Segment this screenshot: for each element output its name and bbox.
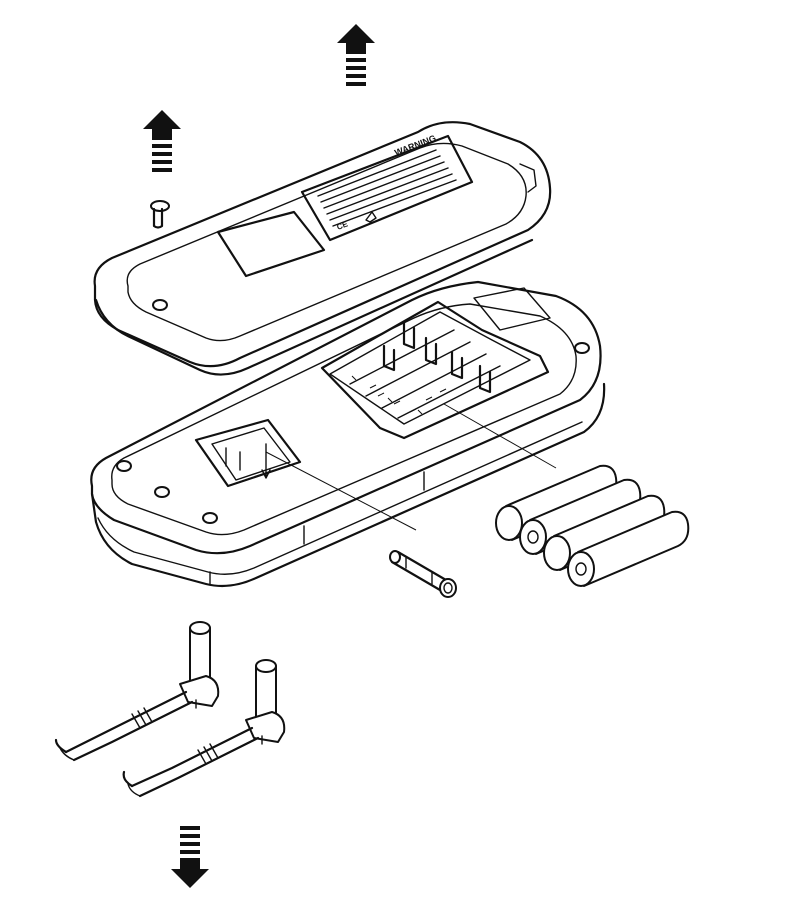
arrow-down-icon [171,826,209,888]
arrow-up-icon [143,110,181,172]
test-lead [122,659,286,798]
meter-housing [90,280,606,588]
batteries [495,464,690,587]
fuse-compartment [194,418,302,488]
screw [150,200,170,229]
test-lead [54,621,220,762]
ce-mark: CE [335,219,349,232]
battery [567,510,690,587]
fuse [389,550,457,598]
battery-compartment [320,300,550,440]
arrow-up-icon [337,24,375,86]
